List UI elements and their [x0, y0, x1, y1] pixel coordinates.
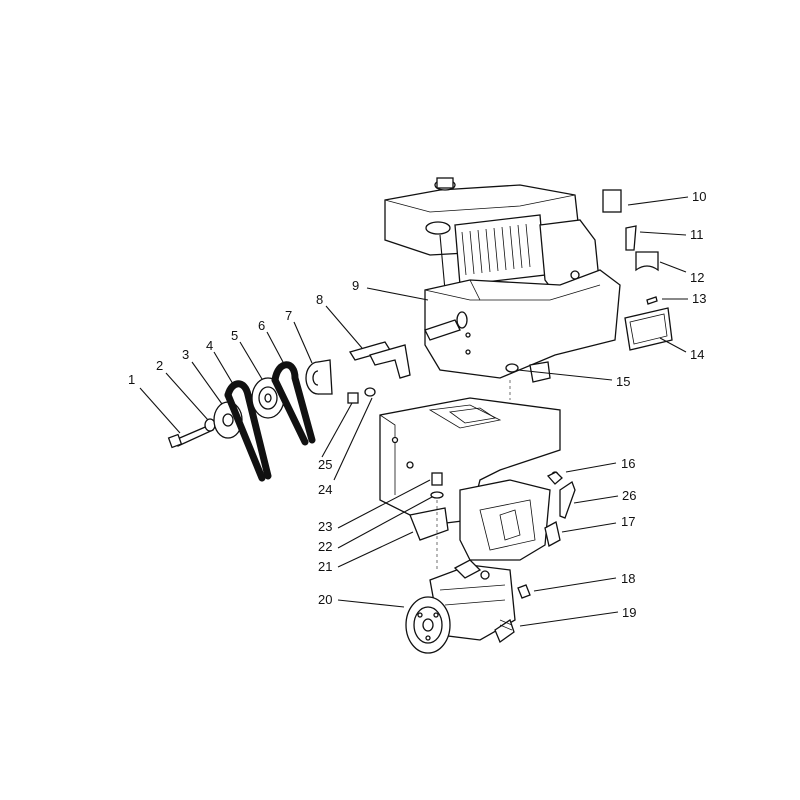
callout-8: 8 — [316, 292, 323, 307]
callout-12: 12 — [690, 270, 704, 285]
mounting-frame — [379, 380, 561, 570]
callout-2: 2 — [156, 358, 163, 373]
callout-17: 17 — [621, 514, 635, 529]
callout-23: 23 — [318, 519, 332, 534]
callout-3: 3 — [182, 347, 189, 362]
callout-6: 6 — [258, 318, 265, 333]
callout-15: 15 — [616, 374, 630, 389]
callout-10: 10 — [692, 189, 706, 204]
callout-13: 13 — [692, 291, 706, 306]
callout-16: 16 — [621, 456, 635, 471]
small-parts — [347, 189, 673, 599]
callout-19: 19 — [622, 605, 636, 620]
callout-20: 20 — [318, 592, 332, 607]
callout-5: 5 — [231, 328, 238, 343]
callout-18: 18 — [621, 571, 635, 586]
callout-4: 4 — [206, 338, 213, 353]
pulley-stack — [167, 359, 333, 482]
callout-24: 24 — [318, 482, 332, 497]
callout-7: 7 — [285, 308, 292, 323]
callout-25: 25 — [318, 457, 332, 472]
leader-lines — [139, 196, 689, 627]
callout-11: 11 — [690, 227, 704, 242]
callout-26: 26 — [622, 488, 636, 503]
engine — [384, 177, 621, 383]
callout-22: 22 — [318, 539, 332, 554]
callout-9: 9 — [352, 278, 359, 293]
callout-21: 21 — [318, 559, 332, 574]
callout-1: 1 — [128, 372, 135, 387]
callout-14: 14 — [690, 347, 704, 362]
gearbox-assembly — [405, 559, 516, 654]
callout-labels: 1 2 3 4 5 6 7 8 9 10 11 12 13 14 15 16 2… — [128, 189, 706, 620]
